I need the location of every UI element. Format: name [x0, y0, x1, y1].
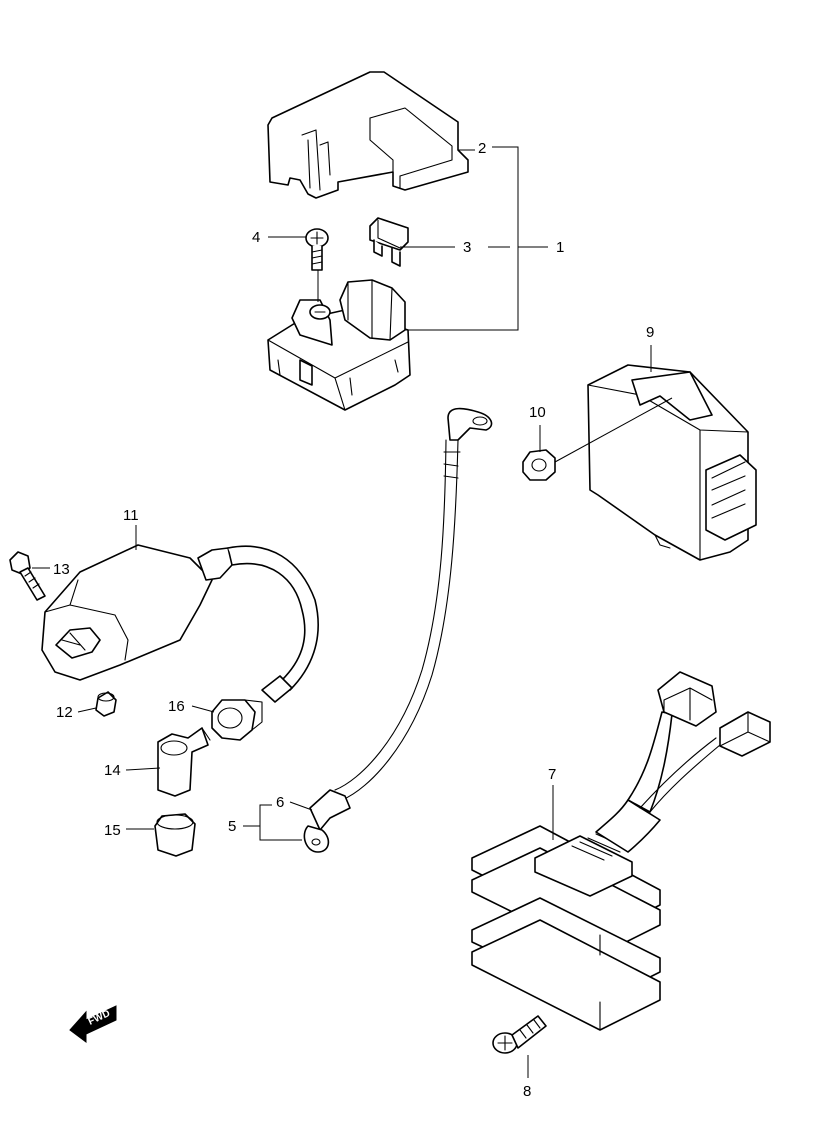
callout-13: 13	[53, 561, 70, 578]
relay-screw	[305, 228, 329, 271]
earth-lead	[303, 407, 493, 853]
callout-3: 3	[463, 239, 471, 256]
callout-2: 2	[478, 140, 486, 157]
regulator-rectifier	[471, 671, 771, 1031]
callout-9: 9	[646, 324, 654, 341]
callout-1: 1	[556, 239, 564, 256]
spark-plug-cap	[157, 727, 211, 797]
callout-labels: 2 1 3 4 9 10 11 13 12 16 14 15 6 5 7 8	[53, 140, 654, 1100]
coil-collar	[95, 691, 117, 717]
callout-11: 11	[123, 507, 139, 524]
callout-12: 12	[56, 704, 73, 721]
leader-lines	[32, 146, 673, 1078]
callout-14: 14	[104, 762, 121, 779]
cdi-unit	[587, 364, 757, 561]
regulator-bolt	[492, 1015, 547, 1054]
callout-6: 6	[276, 794, 284, 811]
callout-4: 4	[252, 229, 260, 246]
nut	[522, 449, 556, 481]
coil-bolt	[9, 551, 46, 601]
callout-16: 16	[168, 698, 185, 715]
relay-cover	[267, 71, 469, 199]
plug-cap-cover	[154, 813, 196, 857]
callout-15: 15	[104, 822, 121, 839]
fuse	[369, 217, 409, 267]
fwd-direction-indicator: FWD	[69, 1005, 117, 1043]
callout-7: 7	[548, 766, 556, 783]
starter-relay	[267, 279, 411, 411]
callout-5: 5	[228, 818, 236, 835]
plug-boot-seal	[211, 699, 263, 741]
ignition-coil	[41, 544, 319, 703]
callout-8: 8	[523, 1083, 531, 1100]
callout-10: 10	[529, 404, 546, 421]
